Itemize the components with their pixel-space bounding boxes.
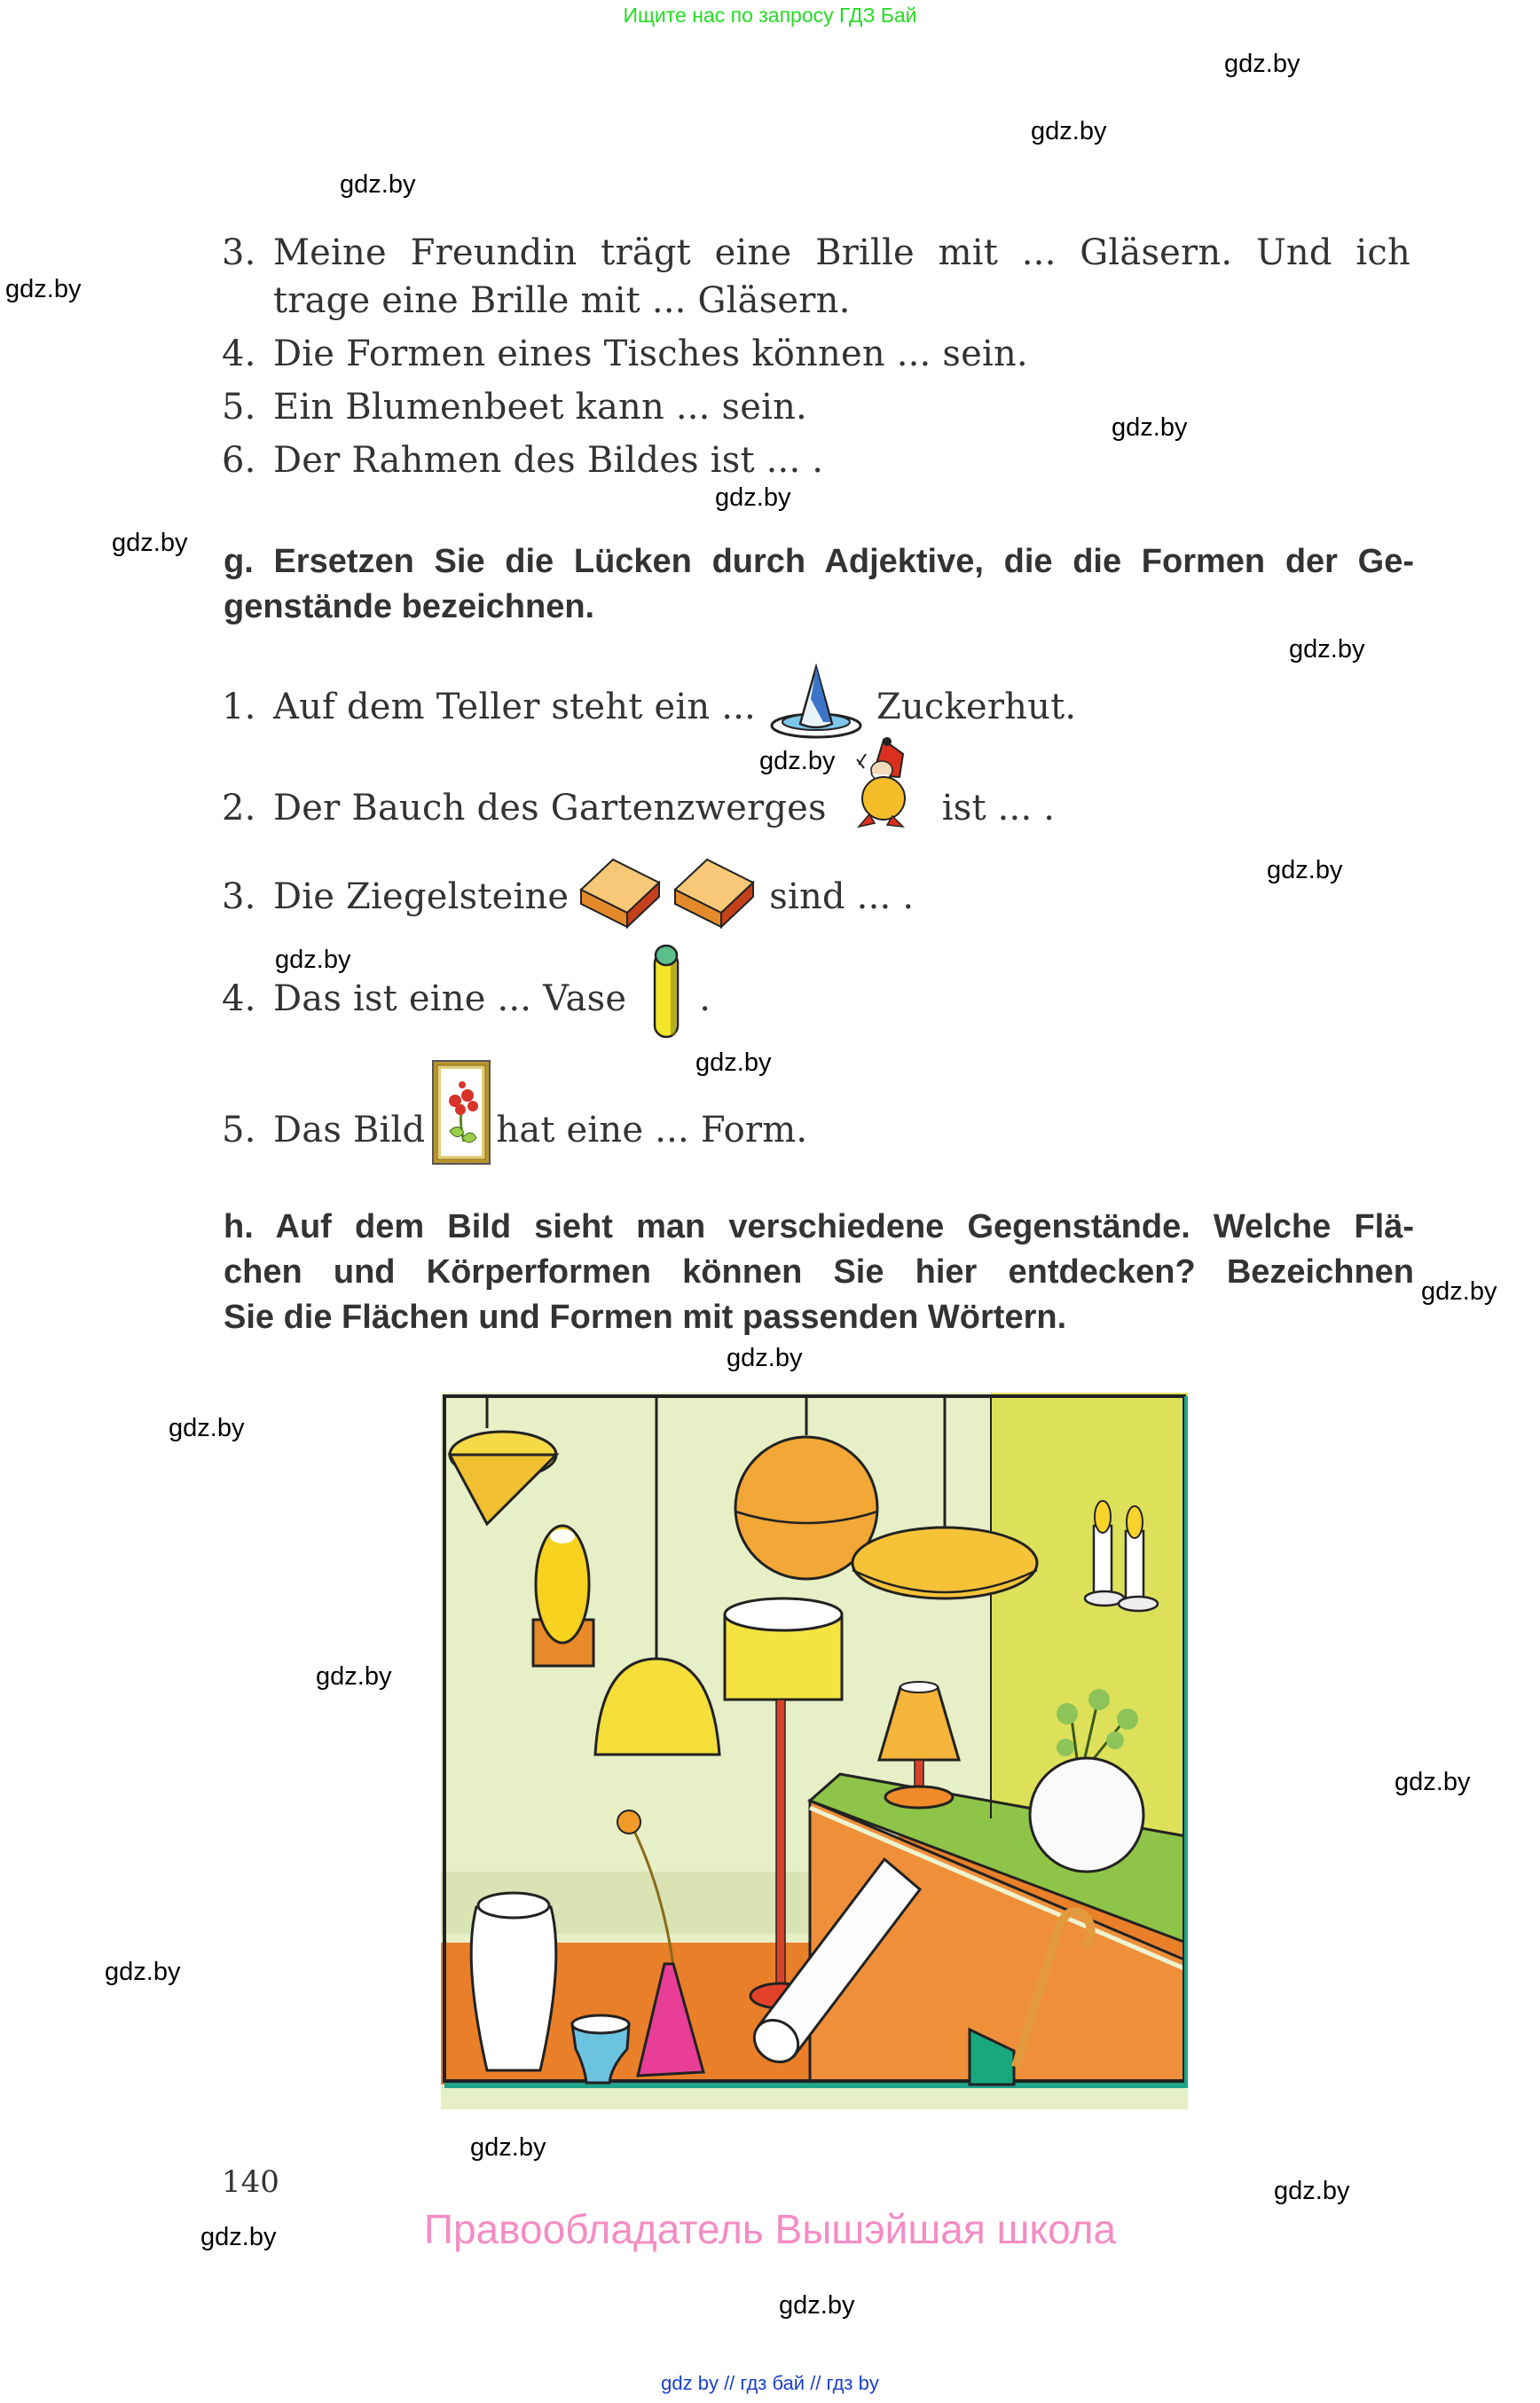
task-g-item-1: 1. Auf dem Teller steht ein ... Zuckerhu… [222,663,1077,750]
page-number: 140 [222,2164,279,2200]
framed-picture-icon [432,1060,491,1174]
item-number: 1. [222,687,256,727]
item-number: 4. [222,978,256,1019]
item-number: 5. [222,1110,256,1150]
item-text: Ein Blumenbeet kann ... sein. [273,387,807,428]
exercise-item-5: 5. Ein Blumenbeet kann ... sein. [222,387,807,428]
watermark: gdz.by [200,2223,277,2251]
item-text-before: Das Bild [273,1110,426,1150]
item-text: Die Formen eines Tisches können ... sein… [273,334,1028,374]
item-text-after: . [699,978,711,1019]
watermark: gdz.by [1224,50,1300,78]
watermark: gdz.by [727,1344,803,1372]
item-text-after: sind ... . [769,876,915,917]
exercise-item-4: 4. Die Formen eines Tisches können ... se… [222,334,1028,374]
search-banner: Ищите нас по запросу ГДЗ Бай [623,4,917,27]
watermark: gdz.by [1031,117,1107,145]
watermark: gdz.by [340,170,416,199]
footer-links[interactable]: gdz by // гдз бай // гдз by [661,2372,879,2394]
item-text-after: hat eine ... Form. [496,1110,808,1150]
item-number: 2. [222,788,256,828]
item-text: Meine Freundin trägt eine Brille mit ...… [273,232,1410,273]
watermark: gdz.by [316,1662,392,1691]
item-text-before: Der Bauch des Gartenzwerges [273,788,827,828]
watermark: gdz.by [105,1958,181,1986]
item-text-before: Die Ziegelsteine [273,876,570,917]
item-text: Der Rahmen des Bildes ist ... . [273,440,824,481]
item-number: 3. [222,232,256,273]
task-g-item-2: 2. Der Bauch des Gartenzwerges ist ... . [222,737,1056,841]
item-number: 5. [222,387,256,428]
watermark: gdz.by [1289,635,1365,664]
task-g-item-3: 3. Die Ziegelsteine sind ... . [222,857,914,937]
room-shapes-illustration [441,1393,1190,2109]
brick-icon [672,856,757,938]
watermark: gdz.by [275,946,351,974]
exercise-item-6: 6. Der Rahmen des Bildes ist ... . [222,440,823,481]
watermark: gdz.by [1274,2177,1350,2205]
task-g-item-4: 4. Das ist eine ... Vase . [222,944,711,1054]
copyright-notice: Правообладатель Вышэйшая школа [423,2206,1117,2252]
watermark: gdz.by [169,1414,245,1442]
brick-icon [578,856,663,938]
sugarloaf-icon [768,663,864,750]
item-text-after: Zuckerhut. [876,687,1077,727]
watermark: gdz.by [1267,856,1343,884]
exercise-item-3: 3. Meine Freundin trägt eine Brille mit .… [222,232,1410,273]
item-text-before: Auf dem Teller steht ein ... [273,687,756,727]
garden-gnome-icon [848,736,919,841]
item-text-after: ist ... . [941,788,1056,828]
task-g-item-5: 5. Das Bild hat eine ... Form. [222,1060,808,1174]
watermark: gdz.by [112,529,188,557]
watermark: gdz.by [5,275,82,303]
exercise-item-3-continued: trage eine Brille mit ... Gläsern. [273,280,851,321]
watermark: gdz.by [1421,1277,1497,1306]
task-g-heading-line2: genstände bezeichnen. [224,588,595,625]
watermark: gdz.by [695,1048,772,1077]
watermark: gdz.by [779,2291,855,2320]
item-number: 4. [222,334,256,374]
task-g-heading: g. Ersetzen Sie die Lücken durch Adjekti… [224,539,1414,630]
task-h-heading: h. Auf dem Bild sieht man verschiedene G… [224,1205,1414,1340]
task-g-heading-line1: g. Ersetzen Sie die Lücken durch Adjekti… [224,543,1414,580]
item-number: 3. [222,876,256,917]
cylinder-vase-icon [653,943,680,1055]
watermark: gdz.by [759,747,836,775]
watermark: gdz.by [470,2133,546,2162]
item-text-before: Das ist eine ... Vase [273,978,627,1019]
task-h-line2: chen und Körperformen können Sie hier en… [224,1253,1414,1291]
watermark: gdz.by [1112,413,1188,442]
watermark: gdz.by [715,483,791,512]
watermark: gdz.by [1395,1768,1471,1796]
task-h-line3: Sie die Flächen und Formen mit passenden… [224,1299,1067,1336]
task-h-line1: h. Auf dem Bild sieht man verschiedene G… [224,1208,1414,1245]
item-number: 6. [222,440,256,481]
